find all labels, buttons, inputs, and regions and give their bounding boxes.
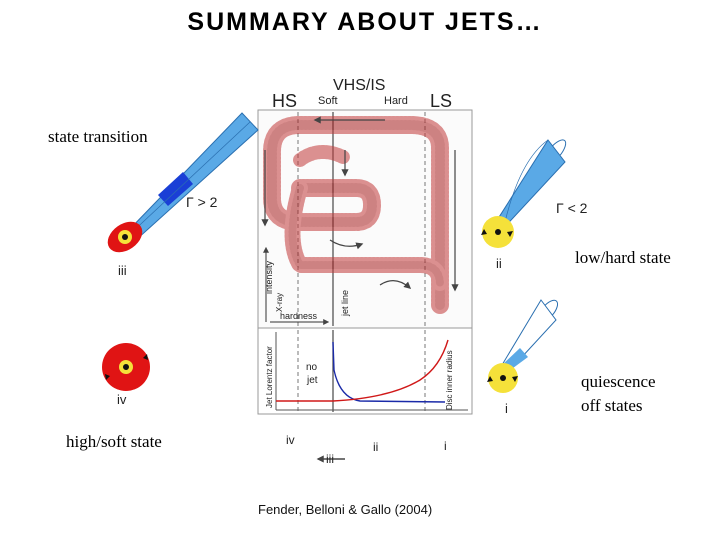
iv-left-label: iv — [117, 392, 127, 407]
page-title: SUMMARY ABOUT JETS… — [187, 8, 543, 36]
gamma-lt-2-label: Γ < 2 — [556, 200, 588, 216]
q-track — [263, 116, 449, 314]
jet-ii-illustration — [481, 139, 567, 248]
i-right-label: i — [505, 401, 508, 416]
label-state-transition: state transition — [48, 127, 148, 146]
jet-i-illustration — [487, 299, 559, 393]
axis-ii-label: ii — [373, 440, 378, 454]
hid-flow-arrows — [261, 116, 459, 292]
hard-label: Hard — [384, 95, 408, 107]
disc-inner-radius-label: Disc inner radius — [445, 350, 454, 410]
no-jet-label-1: no — [306, 362, 318, 373]
citation: Fender, Belloni & Gallo (2004) — [258, 502, 433, 517]
hid-axes — [263, 246, 330, 325]
lorentz-factor-curve — [332, 341, 446, 403]
lorentz-plot-panel — [257, 327, 473, 415]
iii-left-label: iii — [118, 263, 127, 278]
hs-label: HS — [272, 91, 297, 111]
label-quiescence: quiescence — [581, 372, 656, 391]
disc-iv-illustration — [102, 343, 150, 391]
axis-i-label: i — [444, 439, 447, 453]
intensity-label: intensity — [264, 260, 274, 294]
jet-line-label: jet line — [340, 290, 350, 317]
disc-radius-curve — [276, 339, 449, 402]
axis-iv-label: iv — [286, 433, 295, 447]
jet-iii-illustration — [107, 112, 259, 253]
hardness-label: hardness — [280, 311, 318, 321]
soft-label: Soft — [318, 95, 338, 107]
label-off-states: off states — [581, 396, 643, 415]
x-ray-label: X-ray — [275, 293, 284, 312]
no-jet-label-2: jet — [306, 375, 318, 386]
label-high-soft-state: high/soft state — [66, 432, 162, 451]
vhs-is-label: VHS/IS — [333, 77, 385, 94]
gamma-gt-2-label: Γ > 2 — [186, 194, 218, 210]
jet-lorentz-factor-label: Jet Lorentz factor — [265, 346, 274, 408]
ls-label: LS — [430, 91, 452, 111]
ii-right-label: ii — [496, 256, 502, 271]
label-low-hard-state: low/hard state — [575, 248, 671, 267]
